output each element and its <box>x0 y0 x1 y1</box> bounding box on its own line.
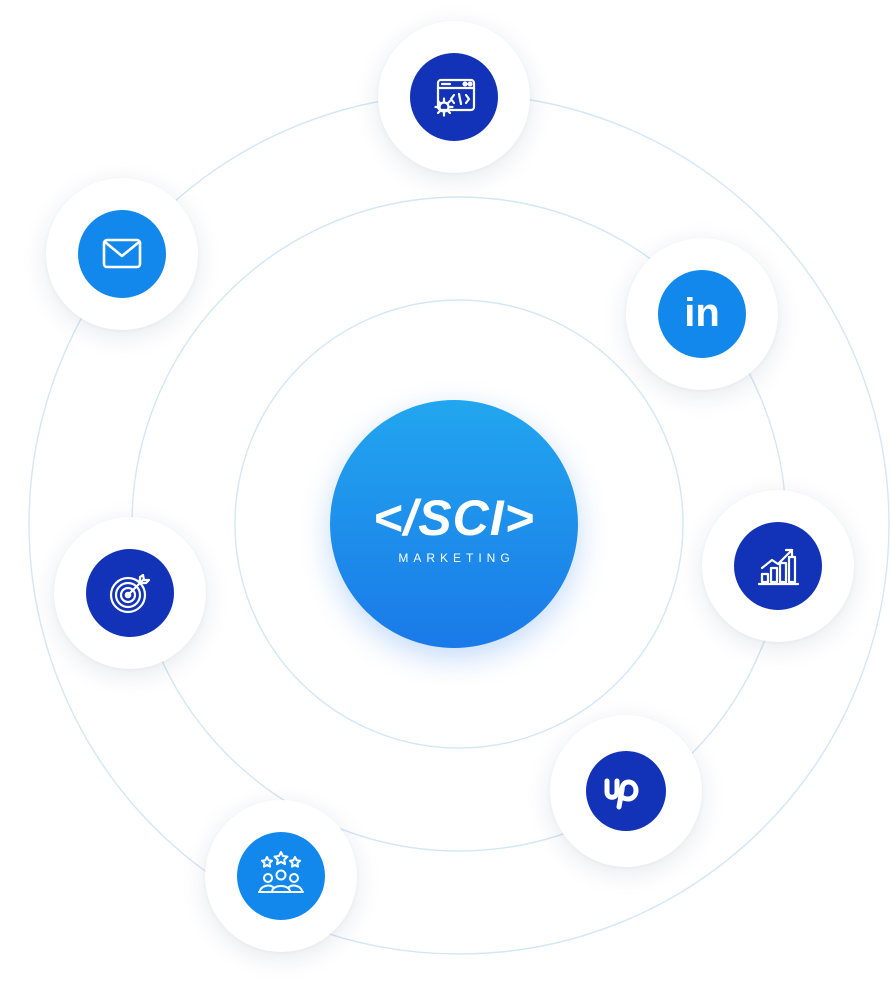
email-icon <box>94 226 150 282</box>
logo-main-text: </SCI> <box>373 490 535 546</box>
linkedin-icon: in <box>672 284 732 344</box>
linkedin-node: in <box>626 238 778 390</box>
team-rating-badge <box>237 832 325 920</box>
team-rating-node <box>205 800 357 952</box>
web-development-node <box>378 21 530 173</box>
target-node <box>54 517 206 669</box>
email-badge <box>78 210 166 298</box>
growth-chart-badge <box>734 522 822 610</box>
web-development-badge <box>410 53 498 141</box>
sci-marketing-logo: </SCI> MARKETING <box>330 400 578 648</box>
upwork-node <box>550 715 702 867</box>
linkedin-badge: in <box>658 270 746 358</box>
upwork-icon <box>598 763 654 819</box>
target-badge <box>86 549 174 637</box>
team-rating-icon <box>251 846 311 906</box>
email-node <box>46 178 198 330</box>
target-icon <box>102 565 158 621</box>
linkedin-text: in <box>684 291 720 335</box>
logo-sub-text: MARKETING <box>398 551 515 565</box>
upwork-badge <box>586 751 666 831</box>
web-settings-icon <box>426 69 482 125</box>
growth-chart-node <box>702 490 854 642</box>
growth-chart-icon <box>750 538 806 594</box>
